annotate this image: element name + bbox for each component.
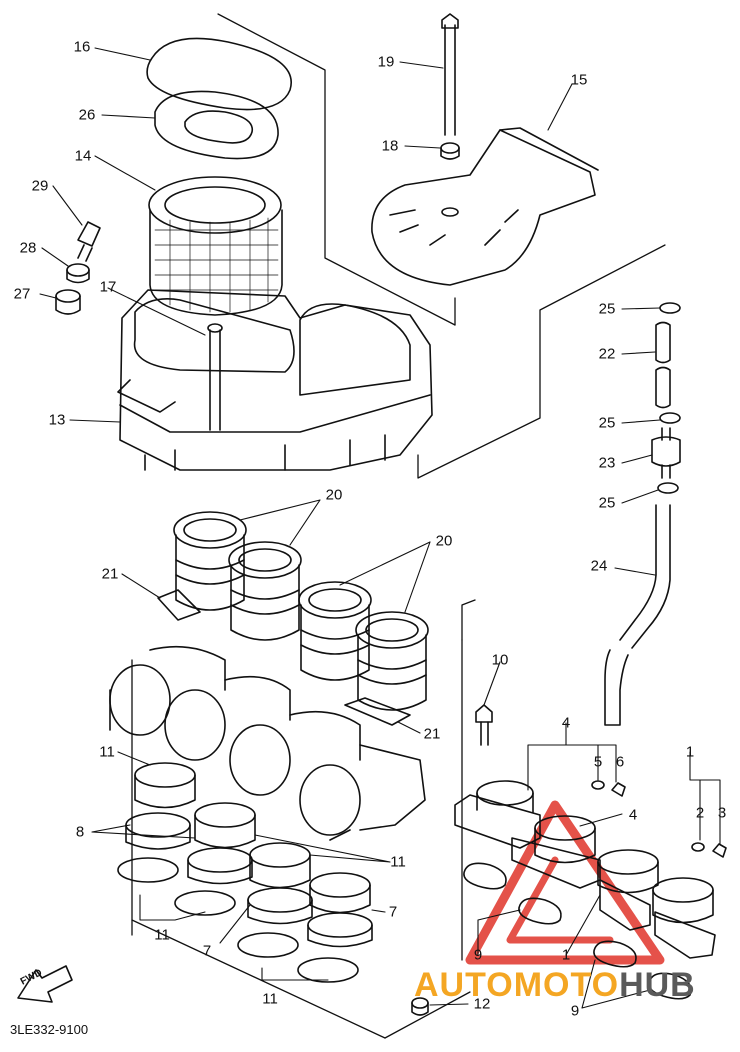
label-part-23: 23 xyxy=(598,454,616,472)
part-6-screw xyxy=(611,782,626,797)
part-15-cover xyxy=(371,127,599,286)
part-20-joints xyxy=(173,511,429,711)
watermark-emblem xyxy=(465,800,665,965)
watermark-part-1: AUTOMOTO xyxy=(414,966,620,1004)
label-part-7-a: 7 xyxy=(388,903,398,921)
drawing-code: 3LE332-9100 xyxy=(10,1022,89,1037)
label-part-25-a: 25 xyxy=(598,300,616,318)
fwd-arrow-icon xyxy=(17,965,73,1003)
label-part-18: 18 xyxy=(381,137,399,155)
watermark-text: AUTOMOTOHUB xyxy=(414,968,696,1002)
label-part-6: 6 xyxy=(615,753,625,771)
part-16-element xyxy=(146,37,292,111)
label-part-29: 29 xyxy=(31,177,49,195)
part-27-grommet xyxy=(55,289,81,315)
label-part-1-a: 1 xyxy=(685,743,695,761)
label-part-4-b: 4 xyxy=(628,806,638,824)
label-part-28: 28 xyxy=(19,239,37,257)
part-24-hose xyxy=(604,504,671,726)
part-29-screw xyxy=(77,221,101,262)
label-part-4-a: 4 xyxy=(561,714,571,732)
part-4-manifold xyxy=(454,780,601,889)
label-part-24: 24 xyxy=(590,557,608,575)
label-part-1-b: 1 xyxy=(561,946,571,964)
part-5-washer xyxy=(591,780,605,790)
label-part-9-b: 9 xyxy=(570,1002,580,1020)
label-part-27: 27 xyxy=(13,285,31,303)
part-3-screw xyxy=(712,843,727,858)
part-26-element xyxy=(154,90,279,160)
part-22-hose xyxy=(655,321,671,409)
part-7-holders xyxy=(247,842,373,948)
label-part-21-a: 21 xyxy=(101,565,119,583)
label-part-12: 12 xyxy=(473,995,491,1013)
label-part-2: 2 xyxy=(695,804,705,822)
part-12-plug xyxy=(411,997,429,1016)
label-part-26: 26 xyxy=(78,106,96,124)
part-23-filter xyxy=(651,427,681,479)
label-part-20-b: 20 xyxy=(435,532,453,550)
watermark-part-2: HUB xyxy=(619,966,696,1004)
label-part-15: 15 xyxy=(570,71,588,89)
label-part-14: 14 xyxy=(74,147,92,165)
label-part-5: 5 xyxy=(593,753,603,771)
part-10-screw xyxy=(475,704,493,746)
part-25-clip-b xyxy=(659,412,681,424)
leader-lines xyxy=(39,47,721,1009)
label-part-25-c: 25 xyxy=(598,494,616,512)
boundary-lines xyxy=(131,13,666,1039)
label-part-11-a: 11 xyxy=(99,743,115,761)
label-part-11-c: 11 xyxy=(154,926,170,944)
label-part-16: 16 xyxy=(73,38,91,56)
part-25-clip-a xyxy=(659,302,681,314)
part-11-clamps xyxy=(117,857,359,983)
label-part-10: 10 xyxy=(491,651,509,669)
part-1-holder xyxy=(597,849,716,959)
label-part-19: 19 xyxy=(377,53,395,71)
label-part-11-d: 11 xyxy=(262,990,278,1008)
label-part-7-b: 7 xyxy=(202,942,212,960)
part-28-washer xyxy=(66,263,90,284)
part-2-washer xyxy=(691,842,705,852)
label-part-25-b: 25 xyxy=(598,414,616,432)
label-part-21-b: 21 xyxy=(423,725,441,743)
label-part-13: 13 xyxy=(48,411,66,429)
part-21-clamps xyxy=(157,589,411,726)
label-part-20-a: 20 xyxy=(325,486,343,504)
part-25-clip-c xyxy=(657,482,679,494)
label-part-11-b: 11 xyxy=(390,853,406,871)
part-17-stud xyxy=(207,323,223,431)
label-part-9-a: 9 xyxy=(473,946,483,964)
part-9-gaskets xyxy=(463,862,692,1000)
label-part-8: 8 xyxy=(75,823,85,841)
part-18-washer xyxy=(440,142,460,160)
part-19-bolt xyxy=(441,13,459,136)
label-part-17: 17 xyxy=(99,278,117,296)
part-13-airbox xyxy=(117,289,433,471)
label-part-3: 3 xyxy=(717,804,727,822)
label-part-22: 22 xyxy=(598,345,616,363)
carburetor-assembly xyxy=(109,645,426,841)
